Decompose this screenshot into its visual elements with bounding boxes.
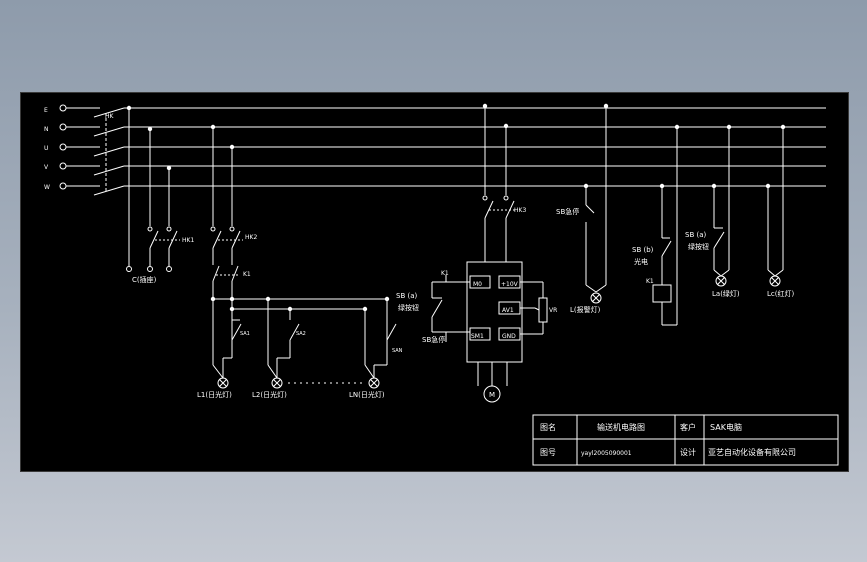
k1-top-label: K1: [441, 270, 449, 277]
hk3-label: HK3: [514, 207, 526, 214]
bus-lines: [124, 107, 826, 187]
title-name-value: 输送机电路图: [597, 422, 645, 432]
title-client-value: SAK电脑: [710, 422, 742, 432]
title-block: [532, 414, 839, 466]
l2-label: L2(日光灯): [252, 390, 287, 399]
hk-label: HK: [105, 113, 115, 120]
l1-label: L1(日光灯): [197, 390, 232, 399]
vfd-10v: +10V: [501, 281, 519, 288]
bus-label-e: E: [44, 107, 48, 114]
bus-label-w: W: [44, 184, 50, 191]
bus-label-u: U: [44, 145, 48, 152]
sb-a2-label: SB (a): [685, 231, 706, 239]
k1-coil-label: K1: [646, 278, 654, 285]
sb-stop-left-label: SB急停: [422, 335, 445, 344]
vfd-av1: AV1: [502, 307, 514, 314]
sb-b-label: SB (b): [632, 246, 654, 254]
motor-label: M: [489, 391, 495, 399]
bus-terminals: [59, 104, 100, 190]
bus-label-n: N: [44, 126, 49, 133]
sb-stop-right-label: SB急停: [556, 207, 579, 216]
la-label: La(绿灯): [712, 289, 740, 298]
alarm-branch: [583, 103, 609, 304]
title-name-label: 图名: [540, 422, 556, 432]
title-client-label: 客户: [680, 422, 696, 432]
sb-a-green-label: 绿按钮: [398, 303, 419, 312]
vfd-m0: M0: [473, 281, 482, 288]
sb-a-label: SB (a): [396, 292, 417, 300]
hk1-label: HK1: [182, 237, 194, 244]
hk2-label: HK2: [245, 234, 257, 241]
ln-label: LN(日光灯): [349, 390, 385, 399]
coil-branch: [652, 124, 680, 326]
vr-label: VR: [549, 307, 557, 314]
title-design-value: 亚艺自动化设备有限公司: [708, 447, 796, 457]
san-label: SAN: [392, 348, 403, 354]
bus-label-v: V: [44, 164, 49, 171]
alarm-lamp-label: L(报警灯): [570, 305, 601, 314]
socket-label: C(插座): [132, 275, 157, 284]
title-number-value: yayl2005090001: [581, 450, 632, 457]
title-number-label: 图号: [540, 448, 556, 457]
title-design-label: 设计: [680, 447, 696, 457]
lighting-branch: [210, 124, 397, 389]
vfd-section: [431, 103, 548, 403]
vfd-gnd: GND: [502, 333, 516, 340]
sa2-label: SA2: [296, 331, 306, 337]
main-switch-hk: [93, 107, 125, 196]
socket-branch: [126, 105, 180, 272]
sb-a2-green-label: 绿按钮: [688, 242, 709, 251]
sa1-label: SA1: [240, 331, 250, 337]
lc-label: Lc(红灯): [767, 289, 794, 298]
vfd-sm1: SM1: [471, 333, 484, 340]
indicator-branch: [711, 124, 786, 287]
k1-mid-label: K1: [243, 271, 251, 278]
photo-label: 光电: [634, 257, 648, 266]
